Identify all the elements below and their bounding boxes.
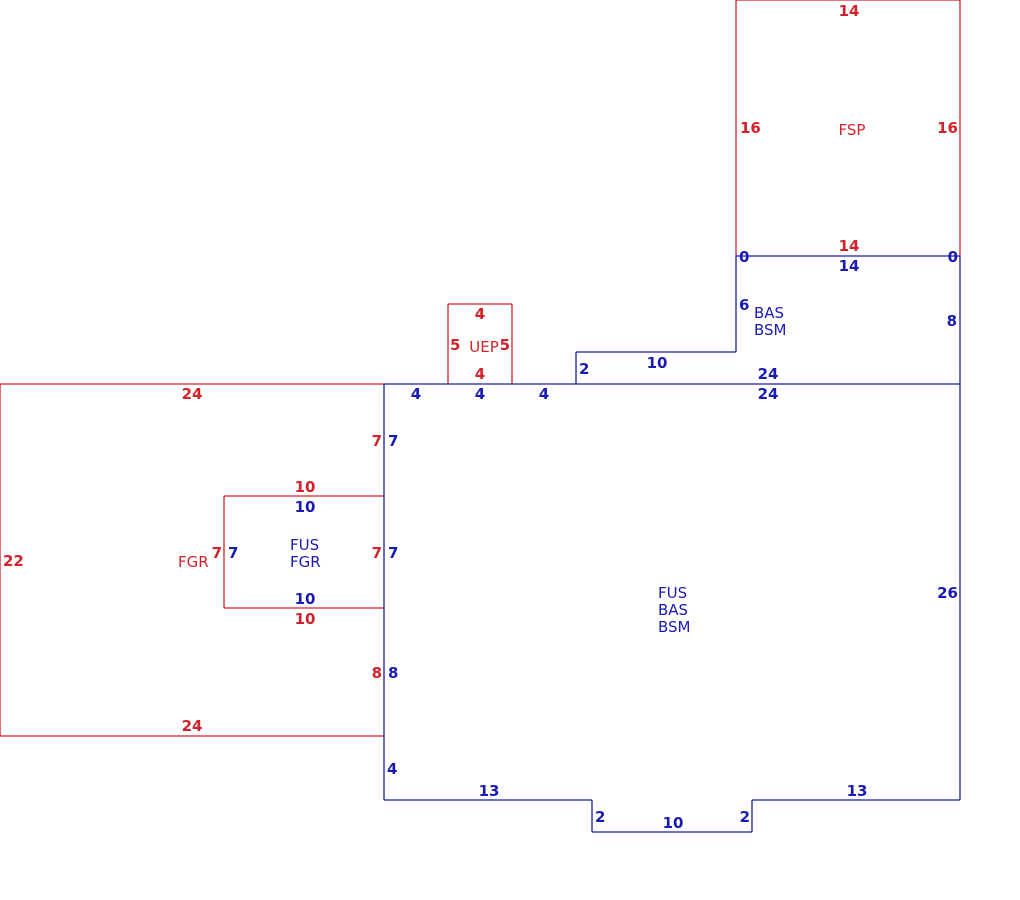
dimension-label: 8 bbox=[372, 664, 382, 682]
dimension-label: 10 bbox=[647, 354, 668, 372]
area-label-line: BAS bbox=[754, 304, 784, 322]
dimension-label: 16 bbox=[740, 119, 761, 137]
dimension-label: 24 bbox=[758, 365, 779, 383]
area-label-fsp: FSP bbox=[839, 121, 866, 139]
dimension-label: 10 bbox=[295, 610, 316, 628]
area-label-uep: UEP bbox=[469, 338, 499, 356]
dimension-label: 4 bbox=[475, 305, 485, 323]
main-body-outline bbox=[383, 383, 961, 833]
dimension-label: 13 bbox=[847, 782, 868, 800]
area-label-line: FUS bbox=[290, 536, 319, 554]
dimension-label: 10 bbox=[295, 478, 316, 496]
dimension-label: 4 bbox=[475, 365, 485, 383]
dimension-label: 5 bbox=[500, 336, 510, 354]
area-label-line: FUS bbox=[658, 584, 687, 602]
dimension-label: 4 bbox=[387, 760, 397, 778]
dimension-label: 10 bbox=[663, 814, 684, 832]
dimension-label: 14 bbox=[839, 2, 860, 20]
dimension-label: 7 bbox=[388, 432, 398, 450]
dimension-label: 2 bbox=[595, 808, 605, 826]
fsp-outline bbox=[735, 0, 961, 256]
area-label-line: FSP bbox=[839, 121, 866, 139]
dimension-label: 7 bbox=[228, 544, 238, 562]
dimension-label: 7 bbox=[388, 544, 398, 562]
area-label-line: FGR bbox=[178, 553, 209, 571]
dimension-label: 4 bbox=[475, 385, 485, 403]
dimension-label: 16 bbox=[937, 119, 958, 137]
dimension-label: 24 bbox=[182, 717, 203, 735]
fus-fgr-red-outline bbox=[223, 495, 384, 609]
dimension-label: 8 bbox=[388, 664, 398, 682]
dimension-label: 4 bbox=[411, 385, 421, 403]
dimension-label: 10 bbox=[295, 590, 316, 608]
area-label-line: BAS bbox=[658, 601, 688, 619]
dimension-label: 14 bbox=[839, 257, 860, 275]
area-label-line: BSM bbox=[754, 321, 787, 339]
dimension-label: 6 bbox=[739, 296, 749, 314]
dimension-label: 5 bbox=[450, 336, 460, 354]
dimension-label: 13 bbox=[479, 782, 500, 800]
dimension-label: 2 bbox=[579, 360, 589, 378]
dimension-label: 26 bbox=[937, 584, 958, 602]
dimension-label: 7 bbox=[372, 544, 382, 562]
area-label-fgr: FGR bbox=[178, 553, 209, 571]
dimension-label: 0 bbox=[948, 248, 958, 266]
area-label-line: BSM bbox=[658, 618, 691, 636]
dimension-label: 7 bbox=[212, 544, 222, 562]
dimension-label: 4 bbox=[539, 385, 549, 403]
bas-bsm-outline bbox=[575, 255, 961, 384]
dimension-label: 2 bbox=[740, 808, 750, 826]
dimension-label: 24 bbox=[758, 385, 779, 403]
uep-outline bbox=[447, 303, 513, 384]
dimension-label: 8 bbox=[947, 312, 957, 330]
dimension-label: 14 bbox=[839, 237, 860, 255]
dimension-label: 24 bbox=[182, 385, 203, 403]
area-label-line: FGR bbox=[290, 553, 321, 571]
dimension-label: 10 bbox=[295, 498, 316, 516]
fgr-outline bbox=[0, 383, 384, 737]
dimension-label: 7 bbox=[372, 432, 382, 450]
dimension-label: 0 bbox=[739, 248, 749, 266]
dimension-label: 22 bbox=[3, 552, 24, 570]
area-label-line: UEP bbox=[469, 338, 499, 356]
